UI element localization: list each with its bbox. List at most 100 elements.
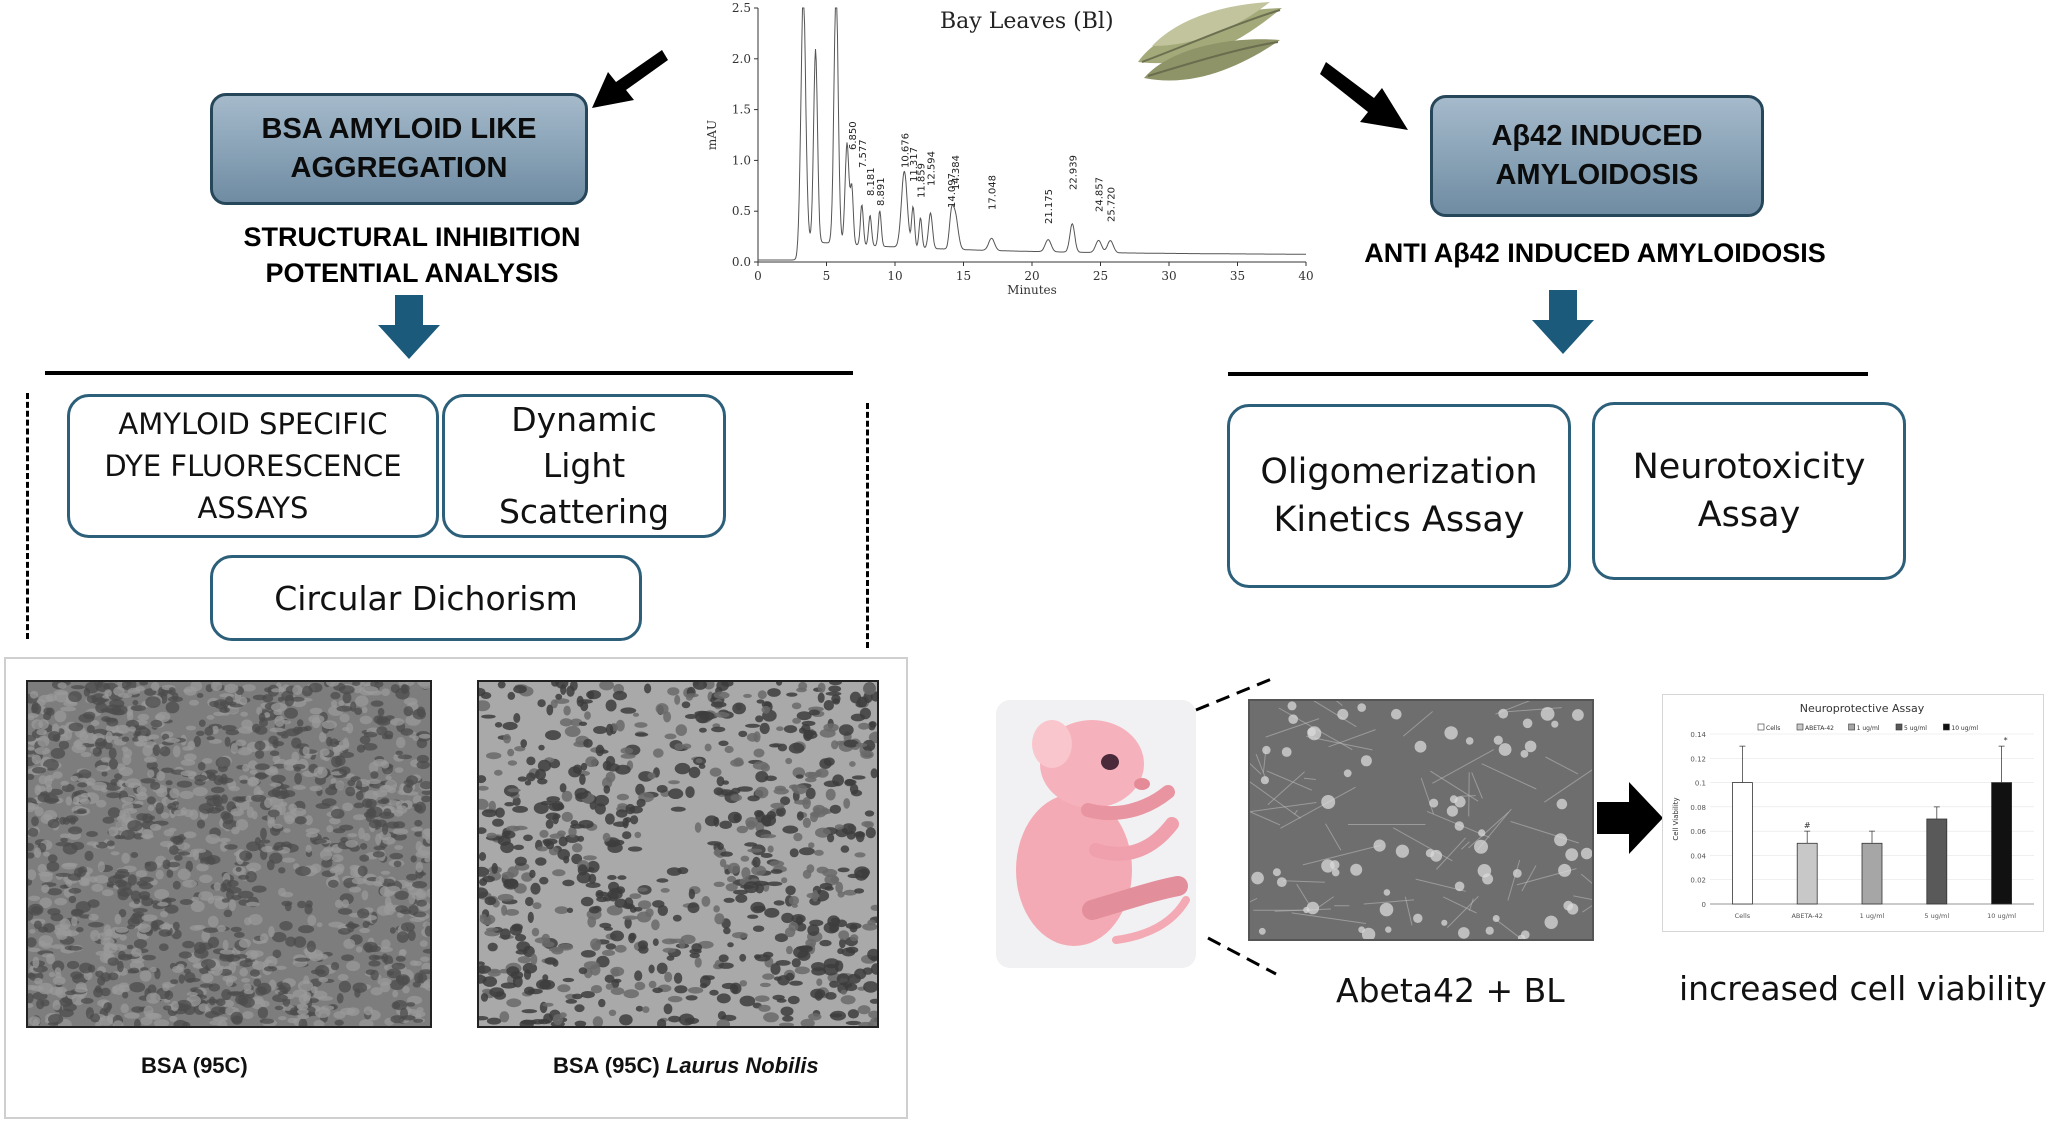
chart-bar <box>1796 842 1818 905</box>
chromatogram-y-tick-label: 1.0 <box>732 153 751 167</box>
legend-swatch <box>1796 723 1804 731</box>
left-dashed-border-left <box>26 393 29 639</box>
chart-y-tick-label: 0.1 <box>1695 780 1706 788</box>
legend-swatch <box>1943 723 1950 731</box>
chart-x-tick-label: Cells <box>1735 912 1751 920</box>
bsa-caption: BSA (95C) <box>141 1053 248 1078</box>
chromatogram-title: Bay Leaves (Bl) <box>940 9 1114 34</box>
chart-x-tick-label: 1 ug/ml <box>1860 912 1885 920</box>
chart-frame <box>1662 694 2044 932</box>
right-divider <box>1228 372 1868 376</box>
neuron-texture-image <box>1250 701 1592 939</box>
bsa-title-line2: AGGREGATION <box>290 152 508 184</box>
chromatogram-peak-label: 6.850 <box>848 121 859 150</box>
chart-y-label: Cell Viability <box>1672 797 1680 840</box>
chromatogram-y-tick-label: 0.0 <box>732 255 751 269</box>
chart-x-tick-label: 10 ug/ml <box>1987 912 2016 920</box>
chromatogram-y-label: mAU <box>705 120 719 150</box>
chart-x-tick-label: 5 ug/ml <box>1924 912 1949 920</box>
chromatogram-peak-label: 14.097 <box>947 173 958 208</box>
chromatogram-trace <box>758 7 1306 261</box>
chromatogram-peak-label: 10.676 <box>900 133 911 168</box>
chart-bar <box>1732 782 1753 905</box>
left-dashed-border-right <box>866 403 869 648</box>
chromatogram-peak-label: 8.891 <box>876 177 887 206</box>
zoom-lines-icon <box>1195 676 1277 976</box>
arrow-to-bsa-icon <box>592 50 668 108</box>
micrograph-frame <box>4 657 908 1119</box>
result-caption: increased cell viability <box>1679 969 2047 1008</box>
bsa-laurus-micrograph-image <box>477 680 879 1028</box>
chromatogram-peak-label: 11.317 <box>909 147 920 182</box>
laurus-texture-image <box>479 682 877 1026</box>
chromatogram-peak-label: 22.939 <box>1068 155 1079 190</box>
chart-annotation: * <box>2004 736 2008 745</box>
chart-annotation: # <box>1804 821 1811 830</box>
chromatogram-x-tick-label: 15 <box>956 269 971 283</box>
chromatogram-peak-label: 12.594 <box>927 151 938 186</box>
chromatogram-peak-label: 17.048 <box>988 175 999 210</box>
abeta-title-line2: AMYLOIDOSIS <box>1495 159 1699 191</box>
legend-label: 5 ug/ml <box>1904 725 1927 732</box>
bsa-texture-image <box>28 682 430 1026</box>
circular-dichroism-box: Circular Dichorism <box>210 555 642 641</box>
chromatogram-peak-label: 14.384 <box>951 155 962 190</box>
legend-swatch <box>1895 723 1903 731</box>
chart-bar <box>1861 842 1883 905</box>
chart-title: Neuroprotective Assay <box>1800 702 1925 715</box>
chromatogram-peak-label: 8.181 <box>866 167 877 196</box>
chromatogram-x-tick-label: 30 <box>1161 269 1176 283</box>
chromatogram-x-tick-label: 5 <box>823 269 831 283</box>
chart-y-tick-label: 0 <box>1702 901 1706 909</box>
chromatogram-peak-label: 21.175 <box>1044 189 1055 224</box>
chromatogram-x-tick-label: 35 <box>1230 269 1245 283</box>
cells-caption: Abeta42 + BL <box>1336 971 1565 1010</box>
chromatogram-peak-label: 11.859 <box>916 163 927 198</box>
abeta-amyloidosis-box: Aβ42 INDUCED AMYLOIDOSIS <box>1430 95 1764 217</box>
chromatogram-peak-label: 24.857 <box>1095 177 1106 212</box>
result-arrow-icon <box>1597 782 1663 854</box>
chromatogram-x-tick-label: 0 <box>754 269 762 283</box>
abeta-title-line1: Aβ42 INDUCED <box>1491 120 1703 152</box>
legend-label: Cells <box>1766 725 1780 732</box>
chart-bar <box>1926 818 1948 905</box>
chromatogram-x-tick-label: 25 <box>1093 269 1108 283</box>
legend-label: 10 ug/ml <box>1951 725 1978 732</box>
anti-abeta-subtitle: ANTI Aβ42 INDUCED AMYLOIDOSIS <box>1364 238 1826 268</box>
legend-swatch <box>1757 723 1765 731</box>
chromatogram-peak-label: 7.577 <box>858 139 869 168</box>
chromatogram-y-tick-label: 2.5 <box>732 1 751 15</box>
chart-y-tick-label: 0.08 <box>1690 804 1706 812</box>
chart-x-tick-label: ABETA-42 <box>1791 912 1822 920</box>
chart-y-tick-label: 0.12 <box>1690 755 1706 763</box>
bsa-micrograph-image <box>26 680 432 1028</box>
chromatogram-y-tick-label: 0.5 <box>732 204 751 218</box>
rat-pup-image <box>996 700 1196 968</box>
chromatogram-y-tick-label: 2.0 <box>732 52 751 66</box>
chromatogram-x-tick-label: 10 <box>887 269 902 283</box>
down-arrow-right-icon <box>1532 290 1594 354</box>
chart-y-tick-label: 0.14 <box>1690 731 1706 739</box>
neuron-culture-image <box>1248 699 1594 941</box>
chart-y-tick-label: 0.06 <box>1690 828 1706 836</box>
chromatogram-y-tick-label: 1.5 <box>732 103 751 117</box>
bsa-aggregation-box: BSA AMYLOID LIKE AGGREGATION <box>210 93 588 205</box>
chart-bar <box>1991 782 2013 905</box>
left-divider <box>45 371 853 375</box>
chromatogram-x-label: Minutes <box>1007 283 1057 297</box>
chart-y-tick-label: 0.02 <box>1690 877 1706 885</box>
bay-leaves-image <box>1138 2 1282 81</box>
chromatogram-peak-label: 25.720 <box>1106 187 1117 222</box>
legend-label: 1 ug/ml <box>1857 725 1880 732</box>
bsa-title-line1: BSA AMYLOID LIKE <box>261 113 537 145</box>
chromatogram-x-tick-label: 40 <box>1298 269 1313 283</box>
legend-label: ABETA-42 <box>1805 725 1834 732</box>
bsa-laurus-caption: BSA (95C) Laurus Nobilis <box>553 1053 819 1078</box>
chart-y-tick-label: 0.04 <box>1690 852 1706 860</box>
